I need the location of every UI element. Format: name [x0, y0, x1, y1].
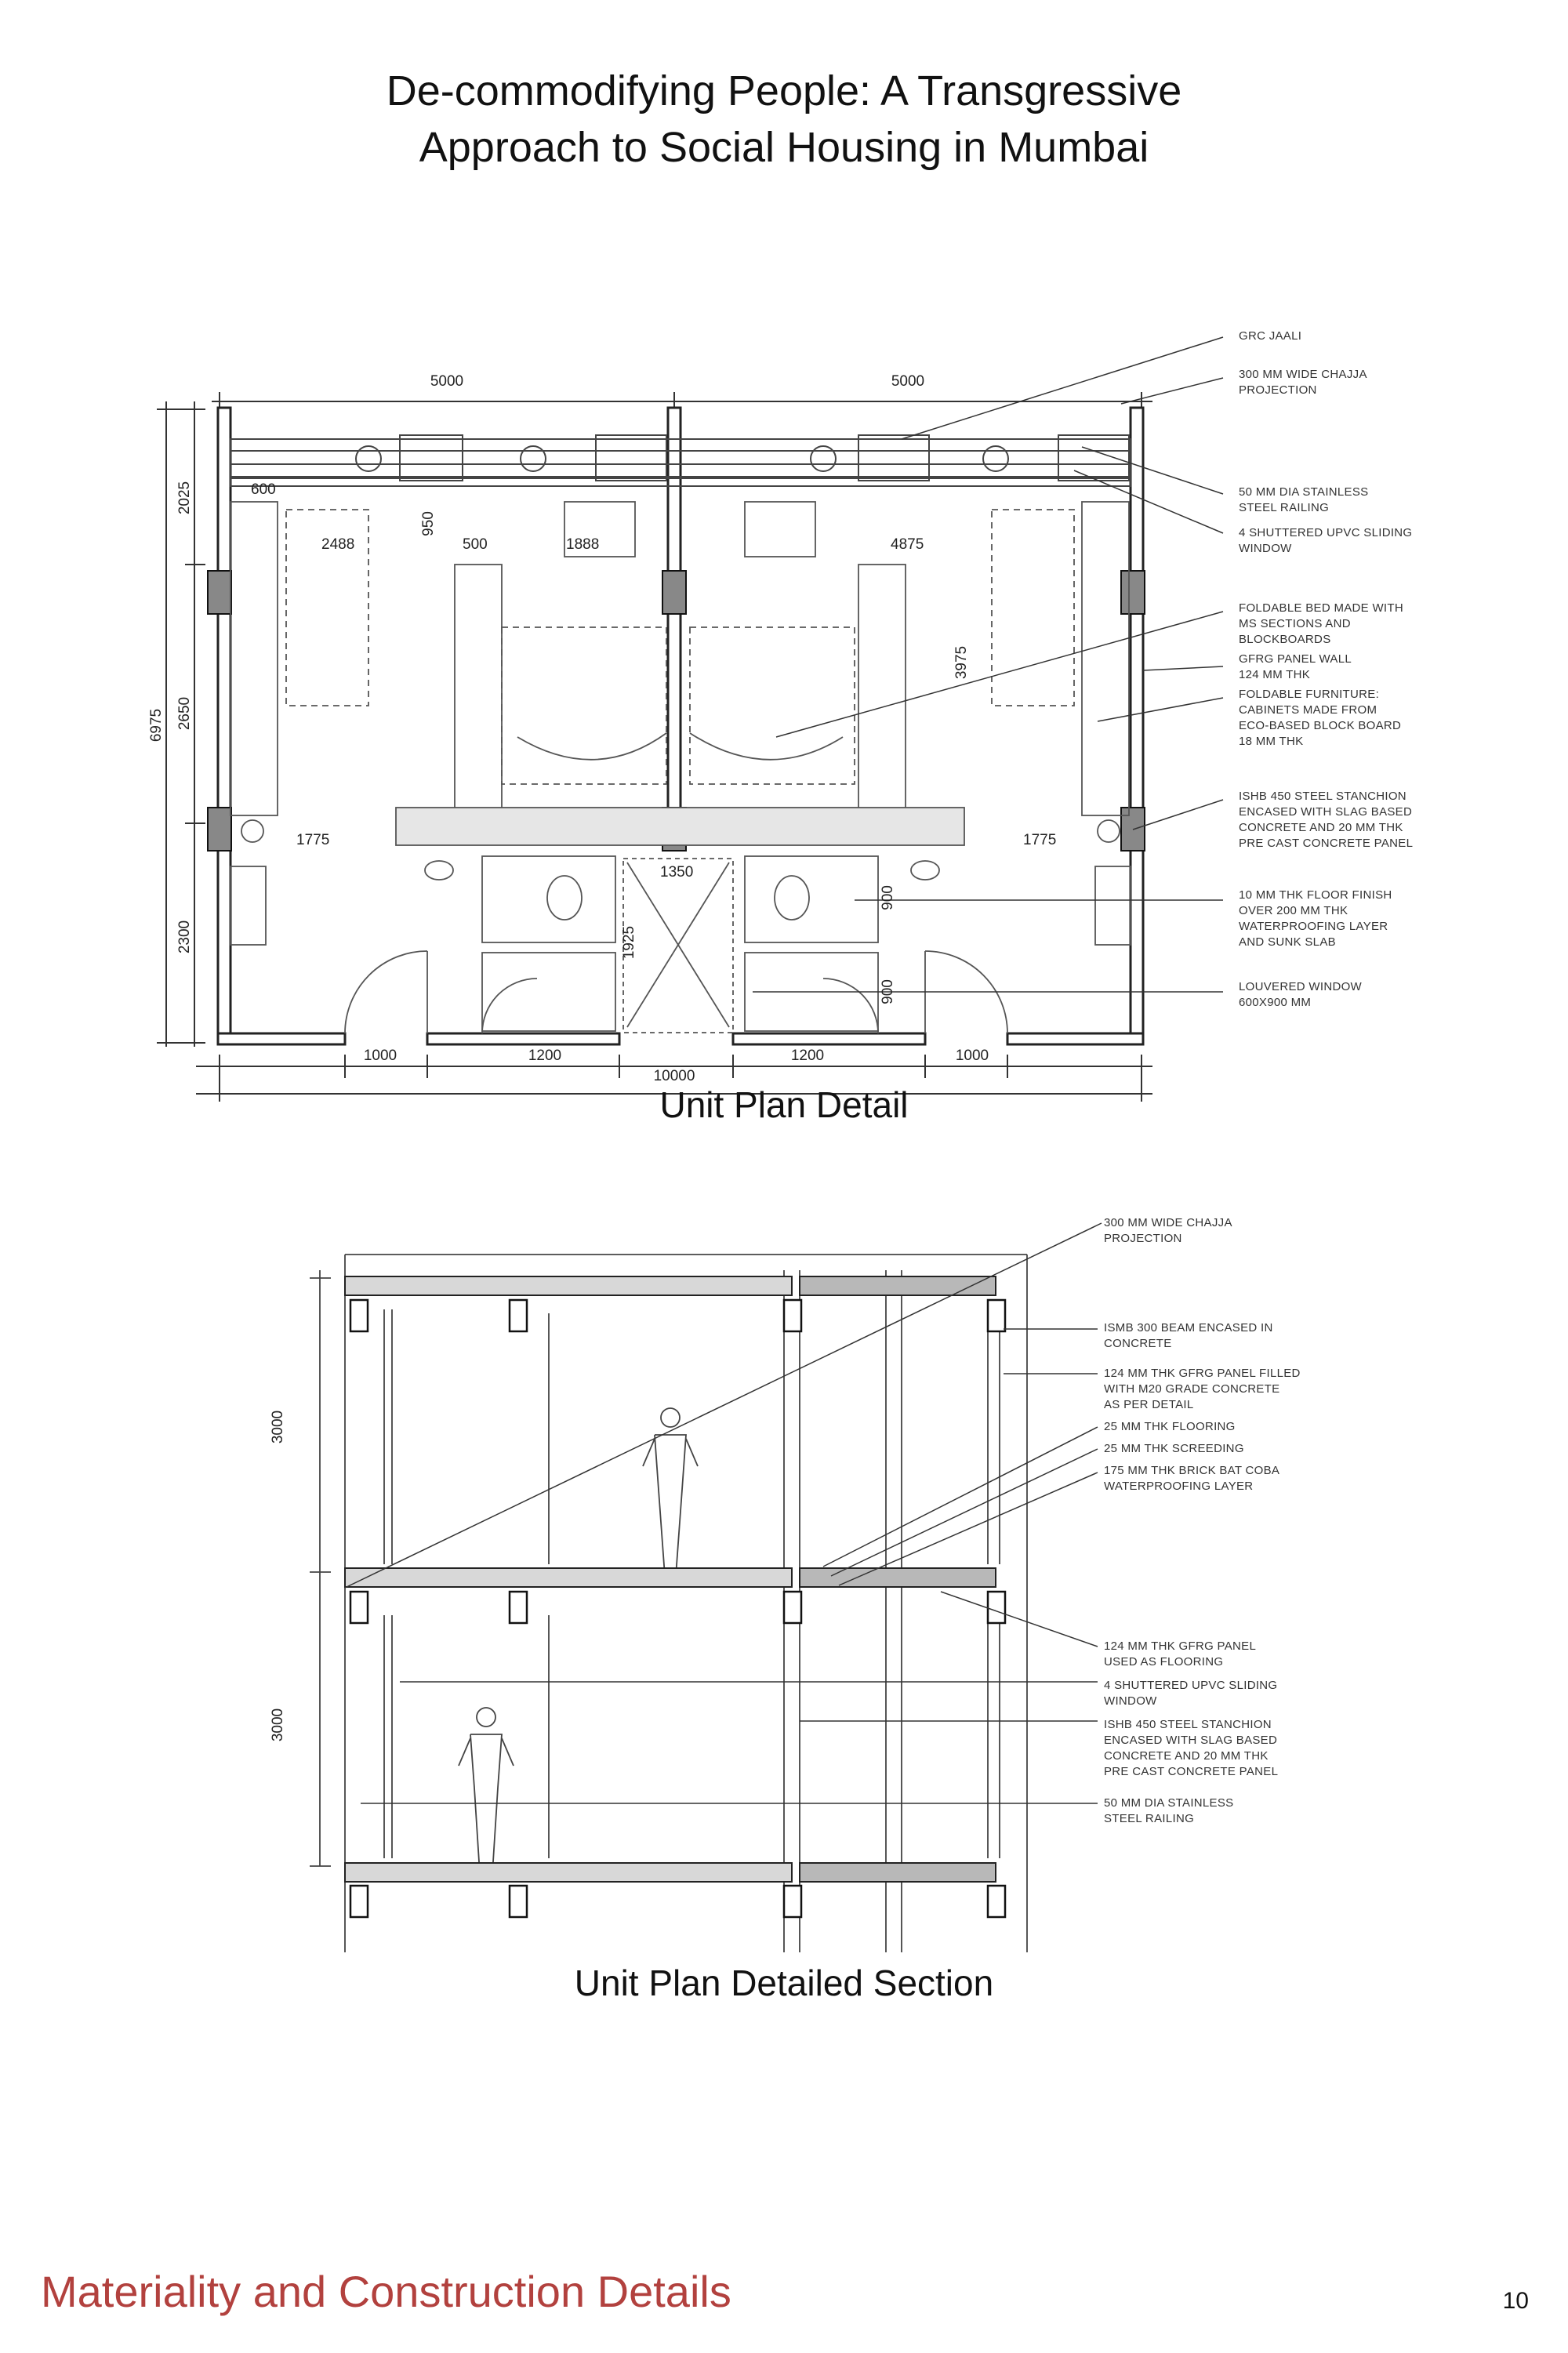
page-number: 10 [1502, 2288, 1529, 2314]
dim-500: 500 [463, 536, 488, 553]
dim-1888: 1888 [566, 536, 599, 553]
plan-note-grc-jaali: GRC JAALI [1239, 329, 1301, 343]
section-heading: Materiality and Construction Details [41, 2267, 731, 2316]
dim-900-b: 900 [880, 979, 896, 1004]
dim-900-a: 900 [880, 885, 896, 910]
dim-top-right: 5000 [891, 373, 924, 390]
dim-total-bottom: 10000 [654, 1068, 695, 1084]
dim-1775-left: 1775 [296, 832, 329, 848]
dim-bottom-2: 1200 [528, 1048, 561, 1064]
dim-bottom-4: 1000 [956, 1048, 989, 1064]
dim-3975: 3975 [953, 646, 970, 679]
unit-plan-caption: Unit Plan Detail [659, 1084, 909, 1125]
dim-left-2: 2650 [176, 697, 193, 730]
dim-1925: 1925 [621, 926, 637, 959]
page-title: De-commodifying People: A Transgressive … [0, 63, 1568, 176]
dim-4875: 4875 [891, 536, 924, 553]
dim-left-total: 6975 [148, 709, 165, 742]
dim-bottom-1: 1000 [364, 1048, 397, 1064]
dim-950: 950 [420, 511, 437, 536]
dim-top-left: 5000 [430, 373, 463, 390]
dim-bottom-3: 1200 [791, 1048, 824, 1064]
section-note-flooring: 25 MM THK FLOORING [1104, 1420, 1236, 1433]
title-line-2: Approach to Social Housing in Mumbai [419, 124, 1149, 171]
unit-section-caption: Unit Plan Detailed Section [574, 1963, 994, 2003]
dim-1350: 1350 [660, 864, 693, 881]
title-line-1: De-commodifying People: A Transgressive [386, 67, 1182, 114]
section-dim-lower: 3000 [270, 1708, 286, 1741]
dim-left-3: 2300 [176, 921, 193, 953]
section-dim-upper: 3000 [270, 1411, 286, 1443]
dim-600: 600 [251, 481, 276, 498]
dim-1775-right: 1775 [1023, 832, 1056, 848]
dim-2488: 2488 [321, 536, 354, 553]
section-note-screeding: 25 MM THK SCREEDING [1104, 1442, 1244, 1455]
unit-plan-drawing: 5000 5000 10000 1000 1200 1200 1000 6975… [148, 329, 1413, 1102]
dim-left-1: 2025 [176, 481, 193, 514]
